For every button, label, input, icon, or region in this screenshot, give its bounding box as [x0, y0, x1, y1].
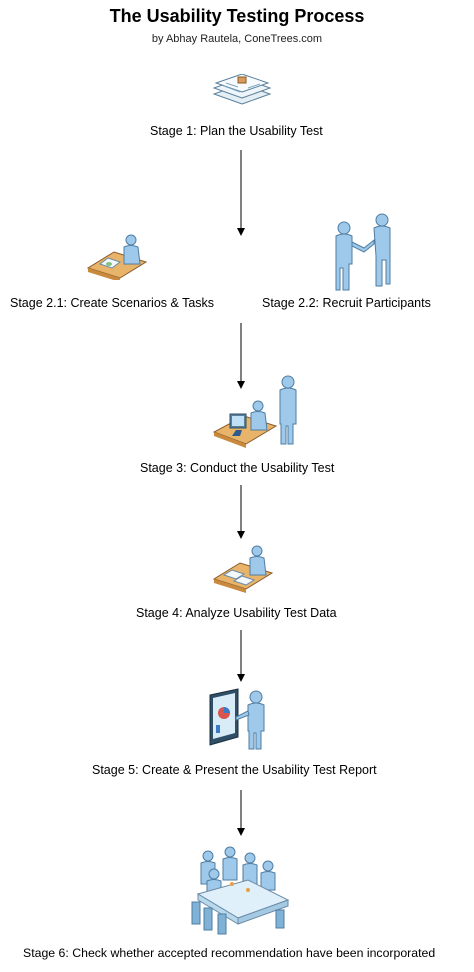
computer-user-observer-icon	[212, 375, 297, 448]
stage-3-label: Stage 3: Conduct the Usability Test	[140, 461, 335, 475]
stage-5-label: Stage 5: Create & Present the Usability …	[92, 763, 377, 777]
person-analyzing-papers-icon	[212, 545, 274, 593]
diagram-title: The Usability Testing Process	[109, 6, 365, 26]
meeting-table-icon	[191, 846, 290, 935]
handshake-icon	[335, 213, 391, 291]
stage-2-2-label: Stage 2.2: Recruit Participants	[262, 296, 431, 310]
document-stack-icon	[212, 74, 272, 105]
stage-2-1-label: Stage 2.1: Create Scenarios & Tasks	[10, 296, 215, 310]
diagram-byline: by Abhay Rautela, ConeTrees.com	[151, 33, 323, 45]
stage-6-label: Stage 6: Check whether accepted recommen…	[23, 946, 436, 960]
presenter-board-icon	[209, 688, 265, 750]
stage-4-label: Stage 4: Analyze Usability Test Data	[136, 606, 337, 620]
stage-1-label: Stage 1: Plan the Usability Test	[150, 124, 323, 138]
person-at-desk-icon	[86, 234, 148, 280]
